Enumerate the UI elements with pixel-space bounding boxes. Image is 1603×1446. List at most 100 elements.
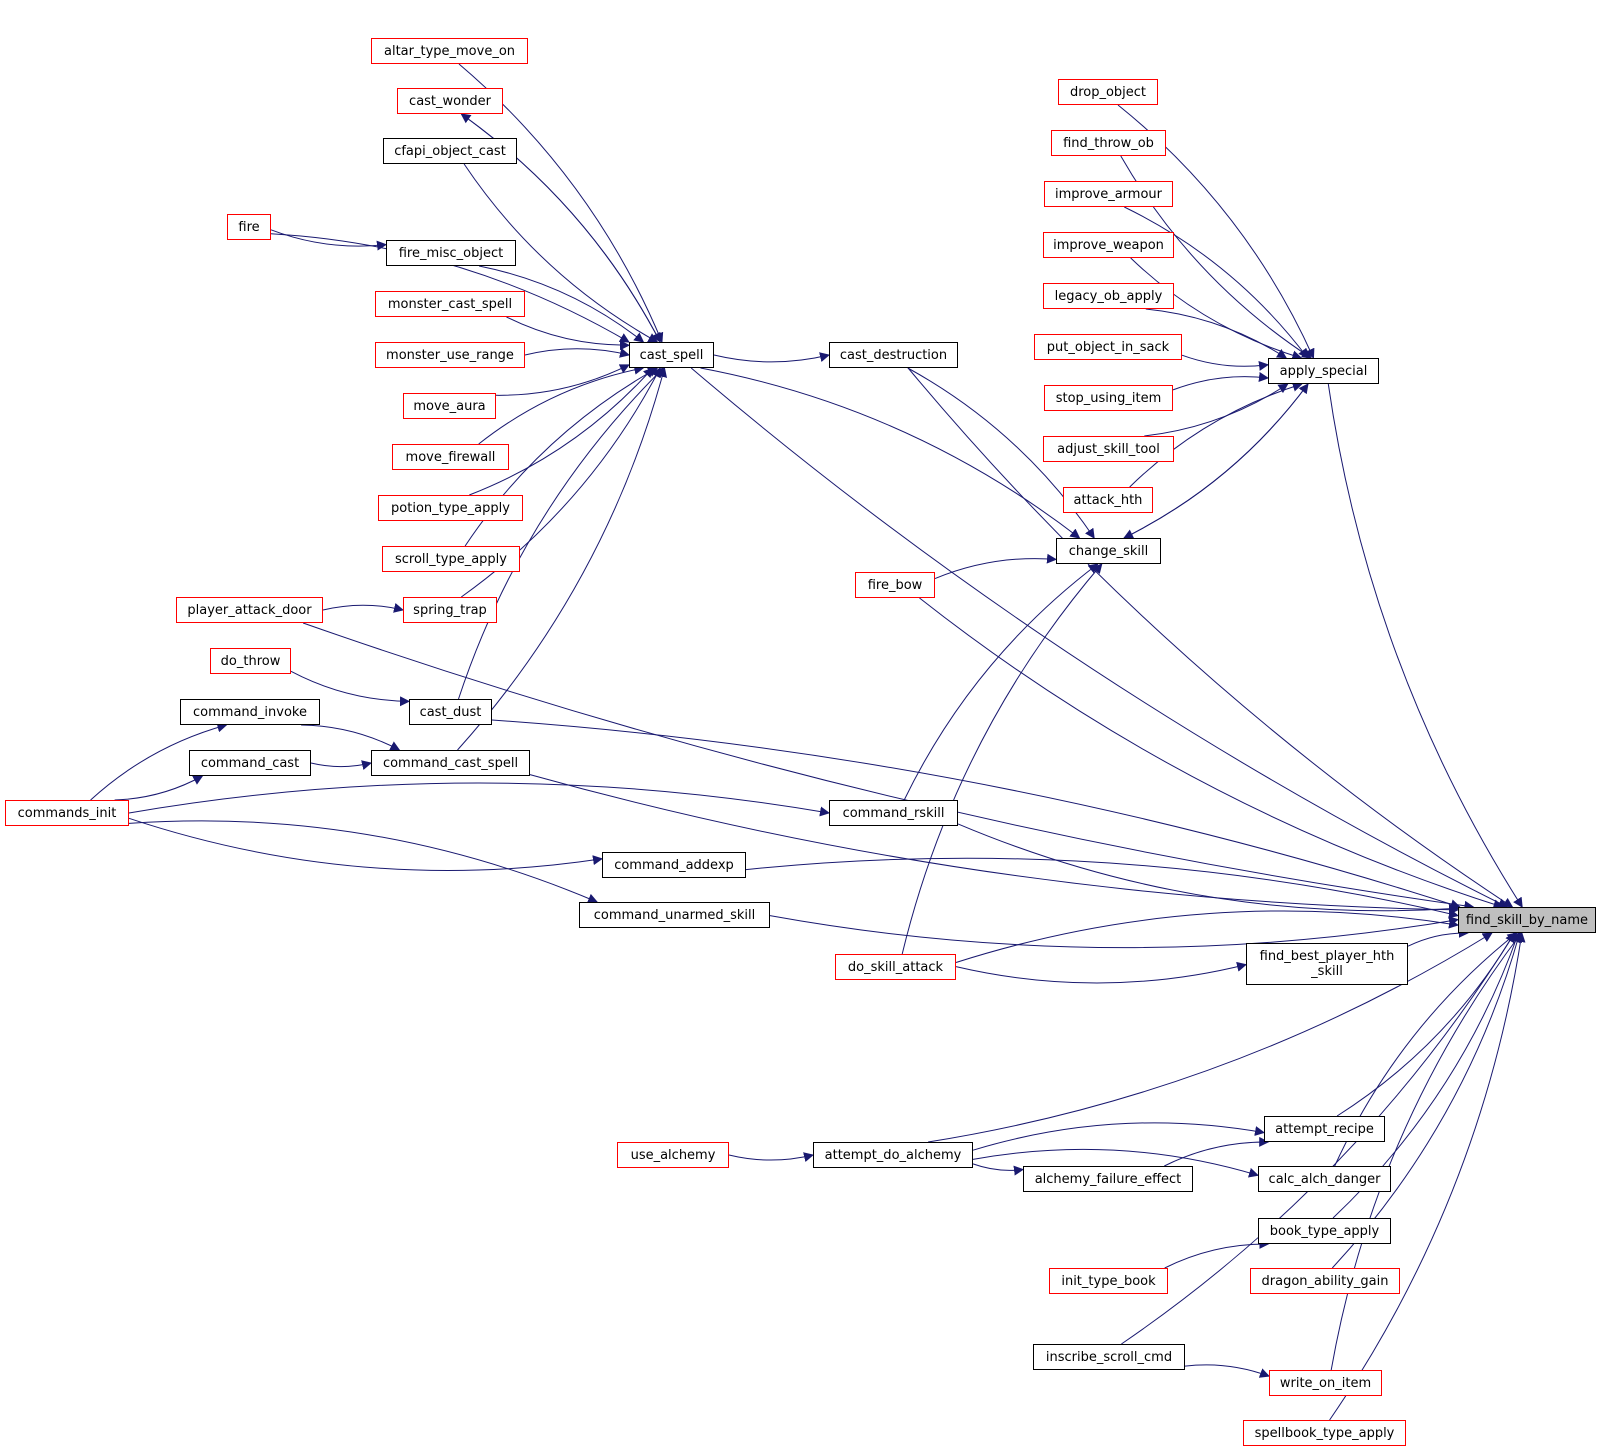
graph-node-move-aura[interactable]: move_aura	[403, 393, 496, 419]
graph-node-move-firewall[interactable]: move_firewall	[392, 444, 509, 470]
edge-attack-hth-to-apply-special	[1129, 381, 1303, 488]
graph-node-fire[interactable]: fire	[227, 214, 271, 240]
graph-node-drop-object[interactable]: drop_object	[1058, 79, 1158, 105]
graph-node-apply-special[interactable]: apply_special	[1268, 358, 1379, 384]
edge-do-throw-to-cast-dust	[290, 670, 410, 707]
edge-do-skill-attack-to-find-skill-by-name	[955, 910, 1459, 963]
edge-commands-init-to-command-invoke	[90, 722, 228, 801]
edge-find-best-player-hth-skill-to-find-skill-by-name	[1407, 927, 1469, 947]
edge-attempt-do-alchemy-to-calc-alch-danger	[972, 1148, 1259, 1178]
graph-node-find-best-player-hth-skill[interactable]: find_best_player_hth _skill	[1246, 943, 1408, 985]
edge-cast-destruction-to-find-skill-by-name	[907, 367, 1514, 908]
graph-node-attack-hth[interactable]: attack_hth	[1063, 487, 1153, 513]
graph-node-cast-spell[interactable]: cast_spell	[629, 342, 714, 368]
graph-node-cfapi-object-cast[interactable]: cfapi_object_cast	[383, 138, 517, 164]
edge-cast-spell-to-cast-destruction	[713, 352, 830, 363]
edge-command-cast-spell-to-find-skill-by-name	[529, 774, 1459, 915]
graph-node-stop-using-item[interactable]: stop_using_item	[1044, 385, 1173, 411]
edge-do-skill-attack-to-change-skill	[901, 563, 1103, 955]
graph-node-adjust-skill-tool[interactable]: adjust_skill_tool	[1043, 436, 1174, 462]
edge-move-firewall-to-cast-spell	[478, 364, 645, 445]
graph-node-potion-type-apply[interactable]: potion_type_apply	[378, 495, 523, 521]
graph-node-legacy-ob-apply[interactable]: legacy_ob_apply	[1043, 283, 1174, 309]
graph-node-command-cast-spell[interactable]: command_cast_spell	[371, 750, 530, 776]
edge-move-aura-to-cast-spell	[495, 364, 630, 396]
graph-node-alchemy-failure-effect[interactable]: alchemy_failure_effect	[1023, 1166, 1193, 1192]
edge-attempt-do-alchemy-to-attempt-recipe	[972, 1122, 1265, 1151]
graph-node-monster-cast-spell[interactable]: monster_cast_spell	[375, 291, 525, 317]
graph-node-book-type-apply[interactable]: book_type_apply	[1258, 1218, 1391, 1244]
graph-node-command-addexp[interactable]: command_addexp	[602, 852, 746, 878]
edge-use-alchemy-to-attempt-do-alchemy	[728, 1152, 814, 1162]
edge-adjust-skill-tool-to-apply-special	[1144, 383, 1289, 437]
edge-improve-armour-to-apply-special	[1124, 206, 1309, 359]
graph-node-cast-dust[interactable]: cast_dust	[409, 699, 492, 725]
edge-fire-to-cast-spell	[270, 233, 630, 343]
edge-put-object-in-sack-to-apply-special	[1181, 354, 1269, 371]
edge-cast-spell-to-change-skill	[700, 367, 1081, 539]
edge-stop-using-item-to-apply-special	[1172, 372, 1269, 391]
edge-commands-init-to-command-rskill	[128, 782, 830, 817]
graph-node-cast-wonder[interactable]: cast_wonder	[397, 88, 503, 114]
edge-alchemy-failure-effect-to-attempt-recipe	[1164, 1136, 1270, 1167]
edge-fire-misc-object-to-cast-spell	[479, 265, 645, 343]
graph-node-command-cast[interactable]: command_cast	[189, 750, 311, 776]
graph-node-put-object-in-sack[interactable]: put_object_in_sack	[1034, 334, 1182, 360]
graph-node-attempt-recipe[interactable]: attempt_recipe	[1264, 1116, 1385, 1142]
graph-node-fire-misc-object[interactable]: fire_misc_object	[386, 240, 516, 266]
graph-node-fire-bow[interactable]: fire_bow	[855, 572, 935, 598]
graph-node-do-throw[interactable]: do_throw	[210, 648, 291, 674]
edge-inscribe-scroll-cmd-to-find-skill-by-name	[1121, 932, 1516, 1345]
graph-node-cast-destruction[interactable]: cast_destruction	[829, 342, 958, 368]
edge-apply-special-to-change-skill	[1123, 383, 1309, 539]
graph-node-commands-init[interactable]: commands_init	[5, 800, 129, 826]
edge-command-unarmed-skill-to-find-skill-by-name	[769, 915, 1459, 949]
edge-command-cast-spell-to-cast-spell	[457, 367, 668, 751]
edge-fire-bow-to-find-skill-by-name	[919, 597, 1504, 910]
edge-commands-init-to-command-unarmed-skill	[128, 820, 599, 904]
graph-node-improve-weapon[interactable]: improve_weapon	[1043, 232, 1174, 258]
graph-node-attempt-do-alchemy[interactable]: attempt_do_alchemy	[813, 1142, 973, 1168]
graph-node-command-unarmed-skill[interactable]: command_unarmed_skill	[579, 902, 770, 928]
edge-attempt-do-alchemy-to-find-skill-by-name	[928, 932, 1493, 1143]
edge-cast-spell-to-find-skill-by-name	[690, 367, 1509, 908]
graph-node-improve-armour[interactable]: improve_armour	[1044, 181, 1173, 207]
graph-node-change-skill[interactable]: change_skill	[1056, 538, 1161, 564]
edge-command-addexp-to-find-skill-by-name	[745, 857, 1459, 919]
edge-commands-init-to-command-addexp	[128, 817, 603, 872]
graph-node-use-alchemy[interactable]: use_alchemy	[617, 1142, 729, 1168]
graph-node-player-attack-door[interactable]: player_attack_door	[176, 597, 323, 623]
edge-cast-dust-to-cast-spell	[458, 367, 665, 700]
edge-fire-to-fire-misc-object	[270, 229, 387, 251]
graph-node-find-skill-by-name: find_skill_by_name	[1458, 907, 1596, 933]
graph-node-altar-type-move-on[interactable]: altar_type_move_on	[371, 38, 528, 64]
graph-node-inscribe-scroll-cmd[interactable]: inscribe_scroll_cmd	[1033, 1344, 1185, 1370]
edge-player-attack-door-to-find-skill-by-name	[302, 622, 1475, 911]
edge-spellbook-type-apply-to-find-skill-by-name	[1329, 932, 1526, 1421]
edge-command-rskill-to-find-skill-by-name	[957, 823, 1459, 914]
edge-monster-use-range-to-cast-spell	[524, 348, 630, 358]
graph-node-command-invoke[interactable]: command_invoke	[180, 699, 320, 725]
graph-node-scroll-type-apply[interactable]: scroll_type_apply	[382, 546, 520, 572]
edge-do-skill-attack-to-find-best-player-hth-skill	[955, 961, 1247, 984]
graph-node-spring-trap[interactable]: spring_trap	[403, 597, 497, 623]
graph-node-monster-use-range[interactable]: monster_use_range	[375, 342, 525, 368]
graph-node-find-throw-ob[interactable]: find_throw_ob	[1051, 130, 1166, 156]
graph-node-init-type-book[interactable]: init_type_book	[1049, 1268, 1168, 1294]
edge-potion-type-apply-to-cast-spell	[469, 367, 654, 496]
edge-init-type-book-to-book-type-apply	[1164, 1238, 1270, 1269]
edge-spring-trap-to-cast-spell	[461, 367, 661, 598]
graph-node-command-rskill[interactable]: command_rskill	[829, 800, 958, 826]
edge-attempt-do-alchemy-to-alchemy-failure-effect	[972, 1163, 1024, 1176]
graph-node-spellbook-type-apply[interactable]: spellbook_type_apply	[1243, 1420, 1406, 1446]
graph-node-dragon-ability-gain[interactable]: dragon_ability_gain	[1250, 1268, 1400, 1294]
edge-cfapi-object-cast-to-cast-spell	[463, 163, 659, 343]
edge-command-rskill-to-change-skill	[903, 563, 1099, 801]
graph-node-calc-alch-danger[interactable]: calc_alch_danger	[1258, 1166, 1391, 1192]
edge-inscribe-scroll-cmd-to-write-on-item	[1184, 1364, 1270, 1378]
graph-node-write-on-item[interactable]: write_on_item	[1269, 1370, 1382, 1396]
graph-node-do-skill-attack[interactable]: do_skill_attack	[835, 954, 956, 980]
edge-legacy-ob-apply-to-apply-special	[1145, 308, 1288, 359]
edge-cast-dust-to-find-skill-by-name	[491, 719, 1461, 909]
